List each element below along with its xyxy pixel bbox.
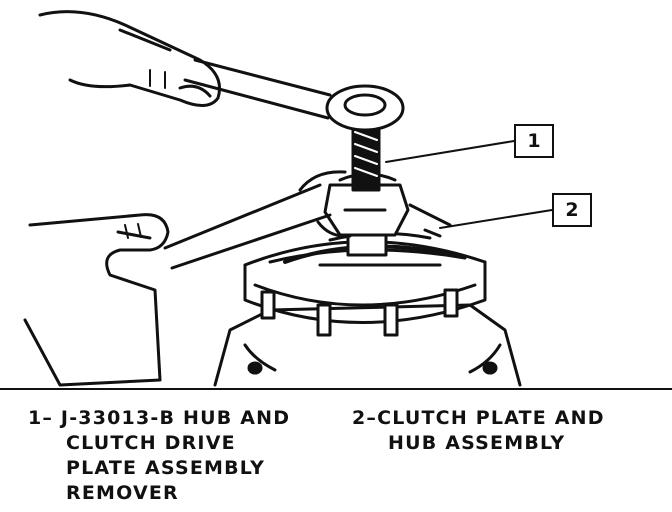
legend-item-2-line-2: HUB ASSEMBLY <box>388 432 566 454</box>
legend-item-1-line-4: REMOVER <box>66 482 179 504</box>
lower-hand <box>23 213 170 387</box>
compressor-housing <box>213 303 522 387</box>
legend-item-1-line-3: PLATE ASSEMBLY <box>66 457 266 479</box>
legend-item-2-line-1: 2–CLUTCH PLATE AND <box>352 407 605 429</box>
leader-line-1 <box>385 140 515 163</box>
caption-divider <box>0 388 672 390</box>
lower-wrench <box>163 170 352 270</box>
legend-item-1-line-2: CLUTCH DRIVE <box>66 432 236 454</box>
leader-line-2 <box>439 209 553 229</box>
legend-item-2: 2–CLUTCH PLATE AND HUB ASSEMBLY <box>352 406 605 456</box>
upper-hand <box>38 10 221 107</box>
remover-tool <box>323 172 410 257</box>
callout-2-label: 2 <box>552 193 592 227</box>
legend-item-1: 1– J-33013-B HUB AND CLUTCH DRIVE PLATE … <box>28 406 290 506</box>
legend-item-1-line-1: 1– J-33013-B HUB AND <box>28 407 291 429</box>
callout-1-label: 1 <box>514 124 554 158</box>
upper-wrench <box>183 58 405 132</box>
